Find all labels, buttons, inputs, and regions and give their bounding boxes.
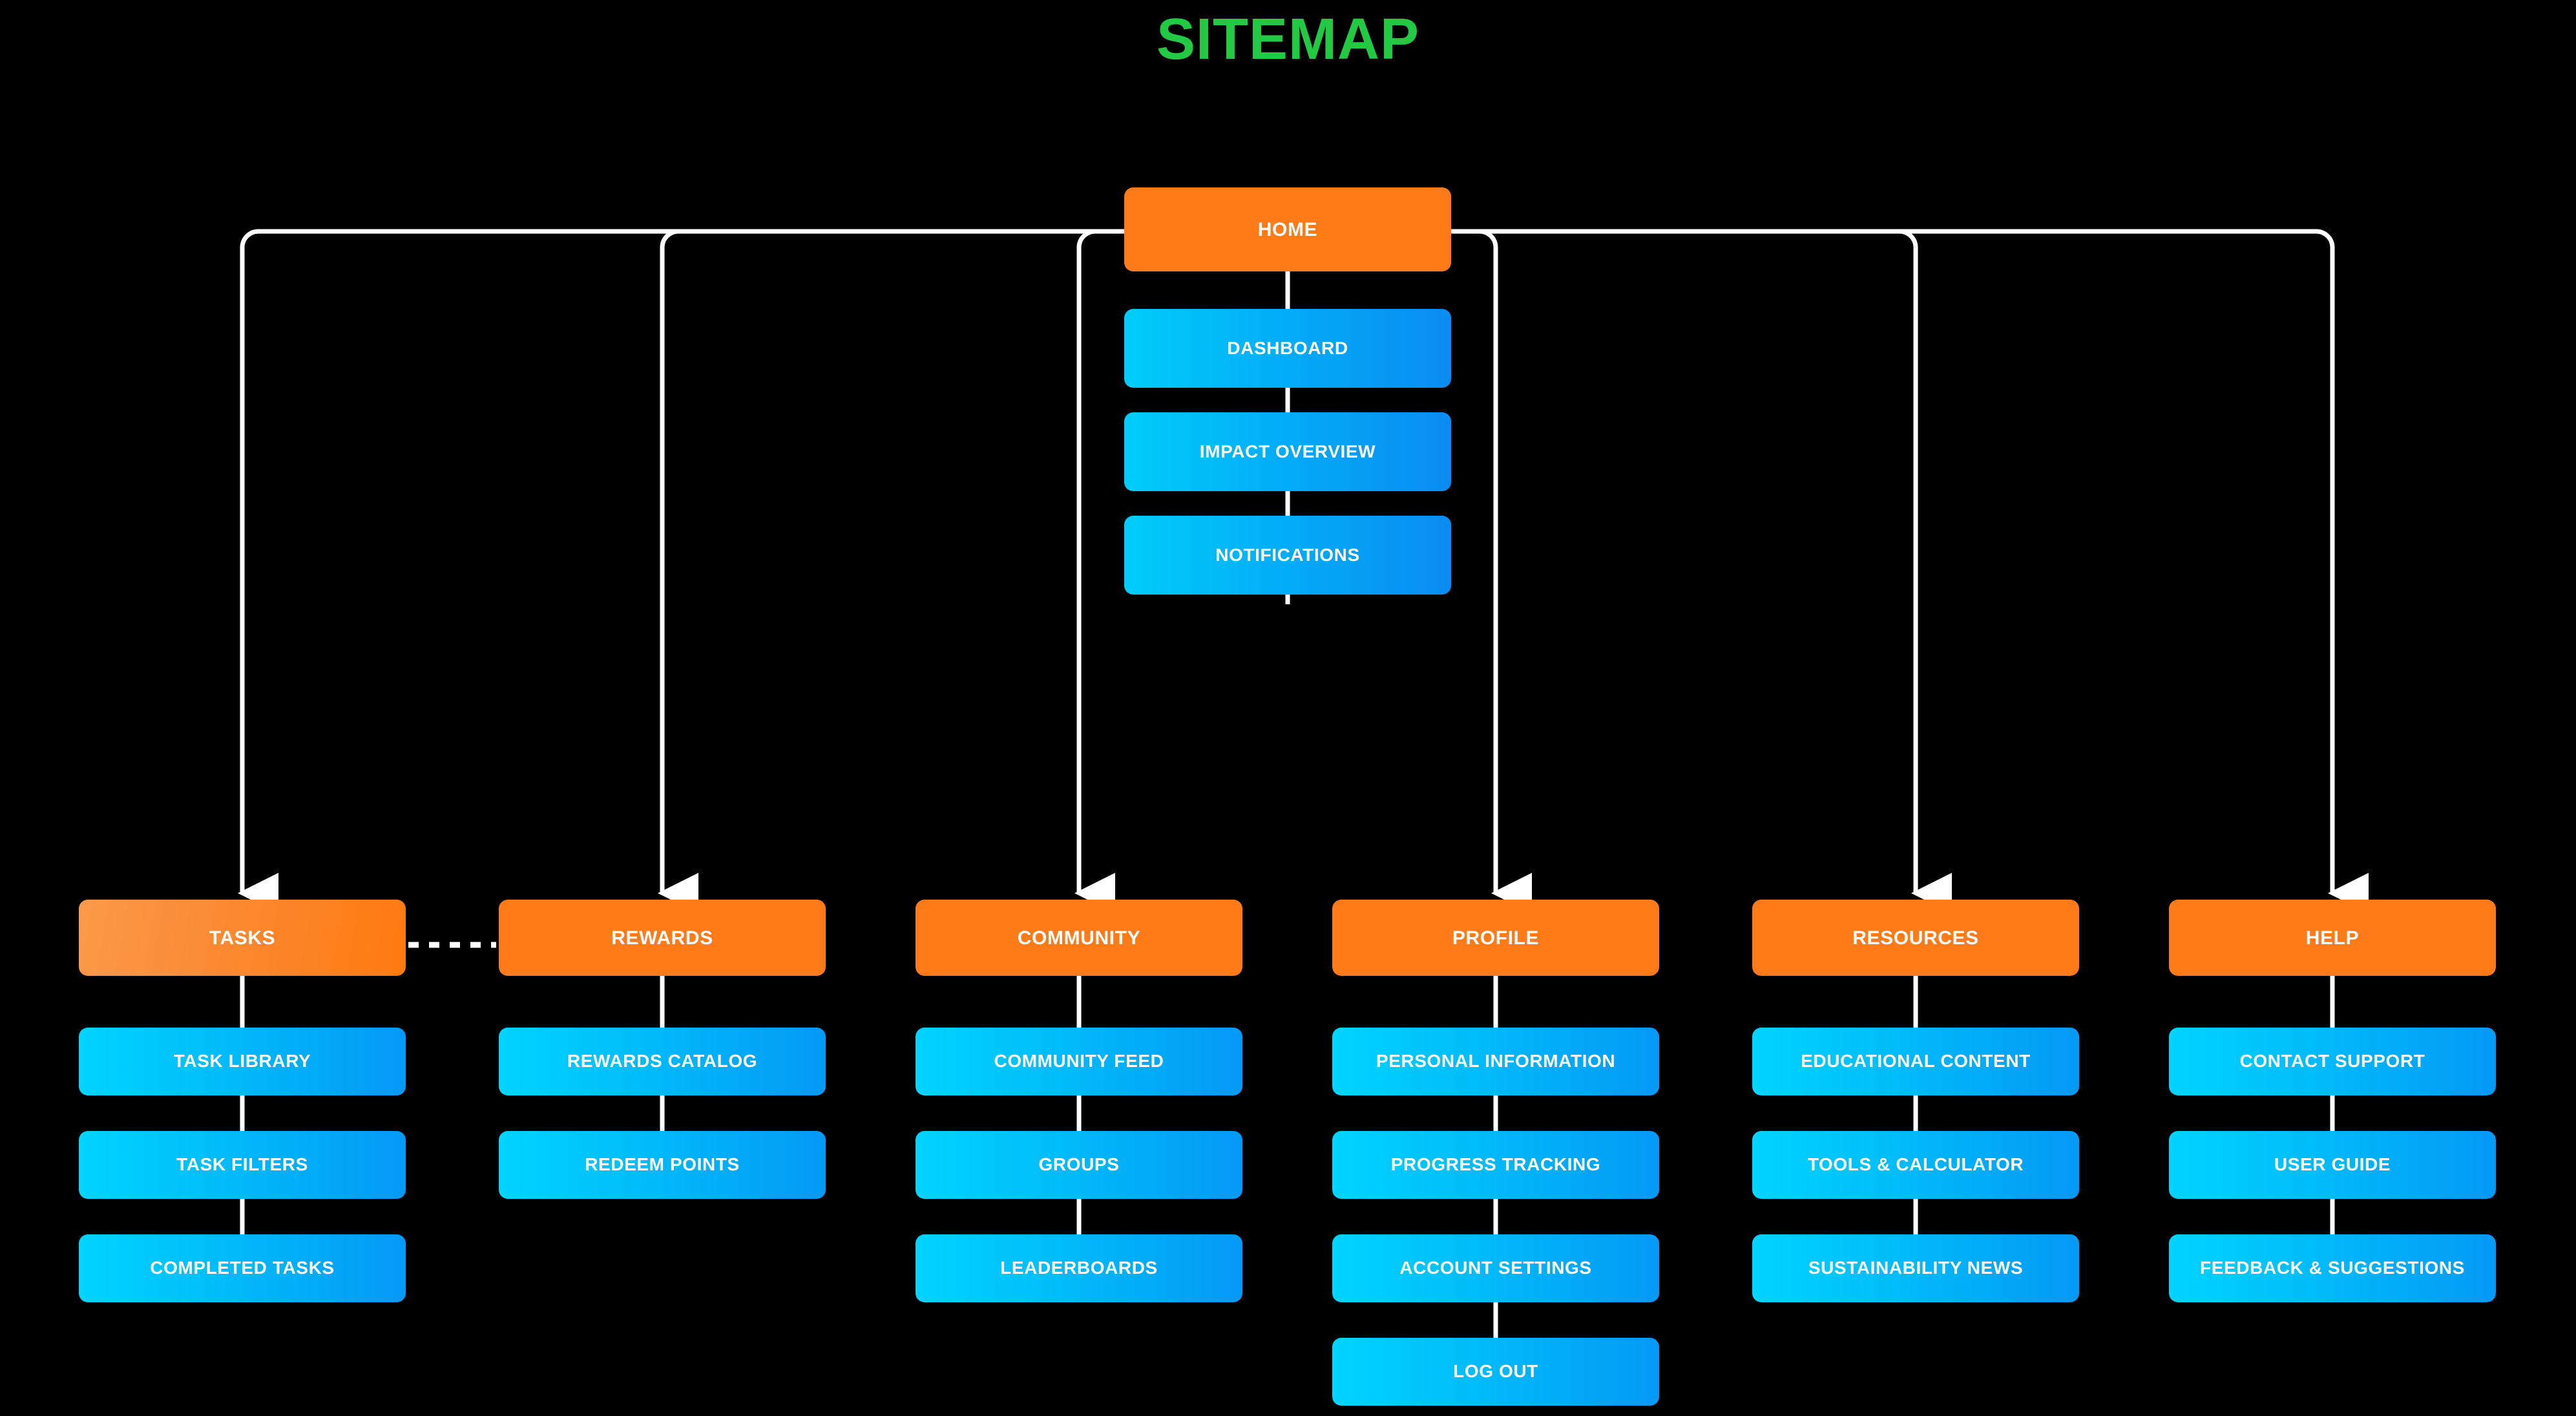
node-community-feed-label: COMMUNITY FEED bbox=[994, 1051, 1164, 1072]
node-home[interactable]: HOME bbox=[1124, 187, 1451, 271]
node-groups-label: GROUPS bbox=[1038, 1154, 1120, 1175]
node-educational-content[interactable]: EDUCATIONAL CONTENT bbox=[1752, 1028, 2079, 1095]
node-completed-tasks-label: COMPLETED TASKS bbox=[150, 1258, 335, 1278]
node-profile[interactable]: PROFILE bbox=[1332, 900, 1659, 976]
node-task-filters[interactable]: TASK FILTERS bbox=[79, 1131, 406, 1199]
node-feedback-suggestions-label: FEEDBACK & SUGGESTIONS bbox=[2200, 1258, 2465, 1278]
node-impact-overview[interactable]: IMPACT OVERVIEW bbox=[1124, 412, 1451, 491]
node-sustainability-news[interactable]: SUSTAINABILITY NEWS bbox=[1752, 1234, 2079, 1302]
node-rewards-catalog-label: REWARDS CATALOG bbox=[567, 1051, 758, 1072]
node-progress-tracking[interactable]: PROGRESS TRACKING bbox=[1332, 1131, 1659, 1199]
node-tasks[interactable]: TASKS bbox=[79, 900, 406, 976]
node-community[interactable]: COMMUNITY bbox=[916, 900, 1242, 976]
node-notifications[interactable]: NOTIFICATIONS bbox=[1124, 516, 1451, 595]
node-rewards-catalog[interactable]: REWARDS CATALOG bbox=[499, 1028, 826, 1095]
node-completed-tasks[interactable]: COMPLETED TASKS bbox=[79, 1234, 406, 1302]
node-log-out-label: LOG OUT bbox=[1453, 1361, 1538, 1382]
node-sustainability-news-label: SUSTAINABILITY NEWS bbox=[1808, 1258, 2024, 1278]
node-redeem-points[interactable]: REDEEM POINTS bbox=[499, 1131, 826, 1199]
node-help-label: HELP bbox=[2305, 927, 2360, 949]
node-impact-overview-label: IMPACT OVERVIEW bbox=[1199, 441, 1376, 461]
node-notifications-label: NOTIFICATIONS bbox=[1215, 544, 1360, 565]
node-feedback-suggestions[interactable]: FEEDBACK & SUGGESTIONS bbox=[2169, 1234, 2496, 1302]
node-help[interactable]: HELP bbox=[2169, 900, 2496, 976]
node-progress-tracking-label: PROGRESS TRACKING bbox=[1390, 1154, 1601, 1175]
node-task-filters-label: TASK FILTERS bbox=[176, 1154, 308, 1175]
node-dashboard-label: DASHBOARD bbox=[1227, 337, 1348, 358]
node-redeem-points-label: REDEEM POINTS bbox=[585, 1154, 740, 1175]
node-tasks-label: TASKS bbox=[209, 927, 276, 949]
node-account-settings[interactable]: ACCOUNT SETTINGS bbox=[1332, 1234, 1659, 1302]
node-home-label: HOME bbox=[1257, 218, 1318, 240]
node-tools-calculator-label: TOOLS & CALCULATOR bbox=[1807, 1154, 2024, 1175]
node-user-guide[interactable]: USER GUIDE bbox=[2169, 1131, 2496, 1199]
node-rewards[interactable]: REWARDS bbox=[499, 900, 826, 976]
node-resources-label: RESOURCES bbox=[1852, 927, 1979, 949]
node-groups[interactable]: GROUPS bbox=[916, 1131, 1242, 1199]
node-task-library[interactable]: TASK LIBRARY bbox=[79, 1028, 406, 1095]
node-rewards-label: REWARDS bbox=[611, 927, 713, 949]
node-tools-calculator[interactable]: TOOLS & CALCULATOR bbox=[1752, 1131, 2079, 1199]
node-account-settings-label: ACCOUNT SETTINGS bbox=[1399, 1258, 1592, 1278]
node-educational-content-label: EDUCATIONAL CONTENT bbox=[1801, 1051, 2031, 1072]
node-community-label: COMMUNITY bbox=[1017, 927, 1141, 949]
node-contact-support-label: CONTACT SUPPORT bbox=[2239, 1051, 2425, 1072]
node-contact-support[interactable]: CONTACT SUPPORT bbox=[2169, 1028, 2496, 1095]
page-title: SITEMAP bbox=[1156, 7, 1420, 72]
node-log-out[interactable]: LOG OUT bbox=[1332, 1338, 1659, 1406]
node-task-library-label: TASK LIBRARY bbox=[173, 1051, 311, 1072]
node-community-feed[interactable]: COMMUNITY FEED bbox=[916, 1028, 1242, 1095]
node-personal-information-label: PERSONAL INFORMATION bbox=[1376, 1051, 1616, 1072]
node-leaderboards[interactable]: LEADERBOARDS bbox=[916, 1234, 1242, 1302]
node-dashboard[interactable]: DASHBOARD bbox=[1124, 309, 1451, 388]
node-user-guide-label: USER GUIDE bbox=[2274, 1154, 2391, 1175]
node-personal-information[interactable]: PERSONAL INFORMATION bbox=[1332, 1028, 1659, 1095]
node-resources[interactable]: RESOURCES bbox=[1752, 900, 2079, 976]
node-leaderboards-label: LEADERBOARDS bbox=[1000, 1258, 1158, 1278]
node-profile-label: PROFILE bbox=[1452, 927, 1540, 949]
